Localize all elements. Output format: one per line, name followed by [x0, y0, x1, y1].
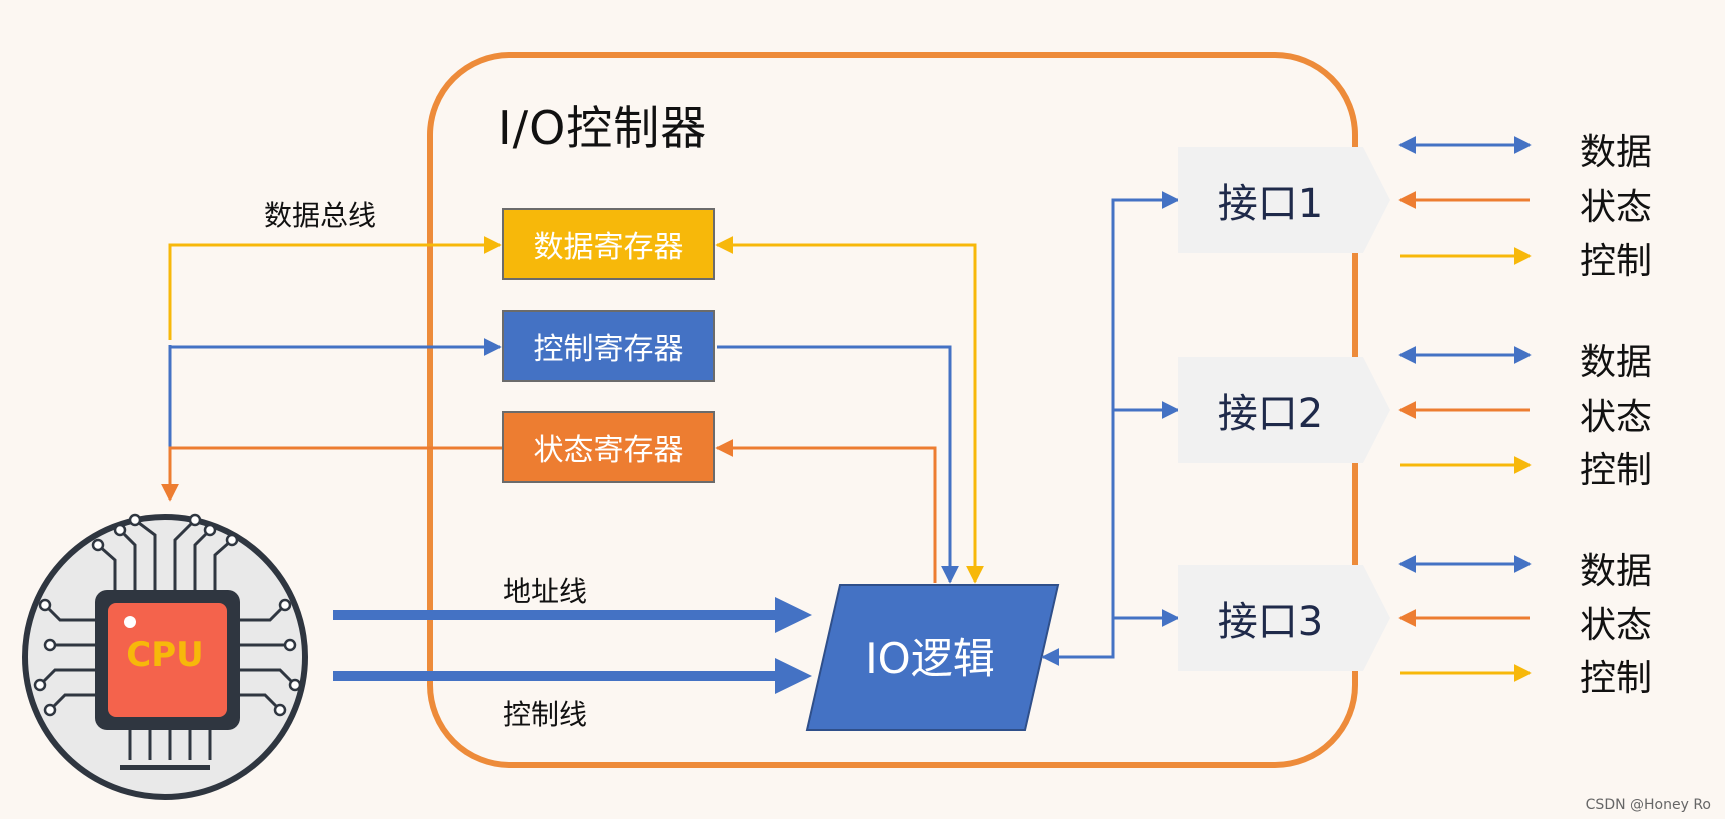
controller-title: I/O控制器: [498, 101, 708, 155]
data-bus-label: 数据总线: [264, 199, 377, 232]
interface-3-signal-data: 数据: [1580, 551, 1653, 592]
status-reg-logic-line: [715, 439, 937, 583]
address-line-label: 地址线: [503, 575, 588, 608]
interface-2-signal-control: 控制: [1580, 450, 1653, 491]
interface-3-label: 接口3: [1217, 599, 1324, 645]
interface-2-label: 接口2: [1217, 391, 1324, 437]
interface-1-signal-data: 数据: [1580, 132, 1653, 173]
interface-2-signal-status: 状态: [1580, 397, 1653, 438]
interface-1-signal-control: 控制: [1580, 241, 1653, 282]
interface-1-signal-status: 状态: [1580, 187, 1653, 228]
io-logic-label: IO逻辑: [865, 634, 995, 683]
control-bus-line: [168, 338, 502, 356]
interface-2-signal-data: 数据: [1580, 342, 1653, 383]
interface-3-signal-control: 控制: [1580, 658, 1653, 699]
status-register: 状态寄存器: [502, 411, 715, 483]
io-logic-shape: [805, 584, 1060, 731]
control-line-label: 控制线: [503, 698, 588, 731]
control-reg-logic-line: [717, 345, 959, 584]
data-bus-line: [168, 236, 502, 340]
data-reg-logic-line: [715, 236, 977, 582]
watermark: CSDN @Honey Ro: [1585, 797, 1711, 813]
interface-1-label: 接口1: [1217, 181, 1324, 227]
control-register: 控制寄存器: [502, 310, 715, 382]
cpu-label: CPU: [126, 635, 204, 675]
logic-interface-bus: [1041, 191, 1180, 666]
data-register: 数据寄存器: [502, 208, 715, 280]
cpu-chip-illustration: [22, 513, 308, 800]
interface-2-shape: [1178, 357, 1390, 463]
interface-3-shape: [1178, 565, 1390, 671]
interface-1-shape: [1178, 147, 1390, 253]
interface-3-signal-status: 状态: [1580, 605, 1653, 646]
